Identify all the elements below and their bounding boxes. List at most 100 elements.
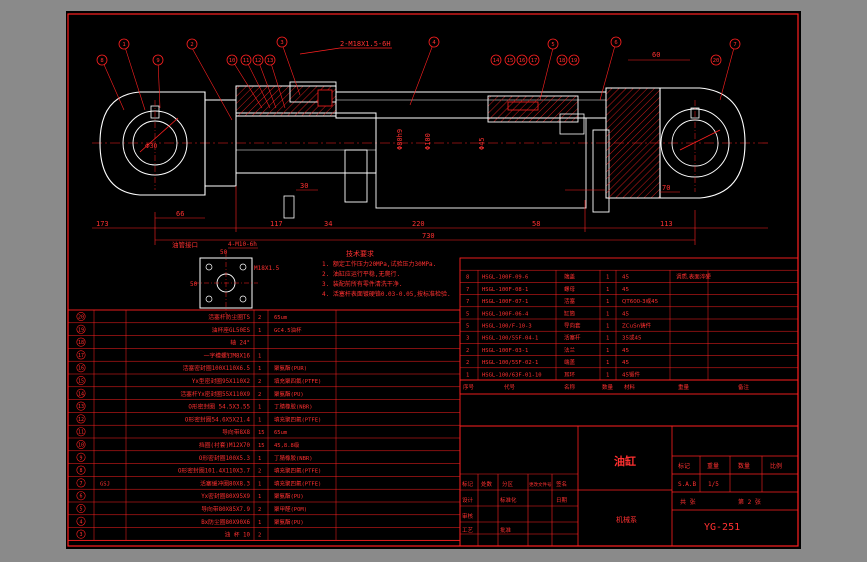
cell-spec: 丁腈橡胶(NBR) [274,454,313,462]
balloon-1: 1 [118,38,130,50]
cell-spec: 65um [274,430,288,436]
cell-no: 12 [78,417,84,423]
cell-name: 导向带8X8 [222,428,250,436]
cell-no: 3 [79,532,82,538]
balloon-17: 17 [528,54,540,66]
cell-name: O形密封圈101.4X110X3.7 [178,467,251,475]
port-h: 50 [190,281,198,288]
cell-name: Yx密封圈80X95X9 [201,492,250,500]
left-eye-dia: Φ30 [145,143,158,150]
cell-code: HSGL-100/55F-04-1 [482,336,538,342]
cell-code: HSGL-100F-09-6 [482,275,528,281]
cell-material: 45 [622,360,629,366]
cell-no: 11 [78,430,84,436]
dim-70: 70 [662,184,670,192]
cell-name: 活塞 [564,297,576,305]
cell-no: 16 [78,366,84,372]
cell-spec: 聚氨酯(PU) [274,518,304,526]
title-checker: 审核 [462,512,474,520]
title-approver: 批准 [500,526,512,534]
cell-name: O形密封圈100X5.3 [199,454,251,462]
balloon-16: 16 [516,54,528,66]
title-hdr-scale: 比例 [770,462,782,470]
balloon-13: 13 [264,54,276,66]
cell-no: 14 [78,391,84,397]
balloon-label: 7 [733,42,736,48]
cell-note: 调质,表面淬硬 [676,273,711,281]
balloon-9: 9 [152,54,164,66]
cell-spec: GC4.5油杯 [274,326,302,334]
cell-no: 15 [78,379,84,385]
title-hdr-qty: 数量 [738,462,750,470]
balloon-label: 1 [122,42,125,48]
cell-no: 5 [79,507,82,513]
cell-name: 活塞密封圈100X110X6.5 [183,364,251,372]
cell-name: 油杯座GL50ES [212,326,251,334]
cell-qty: 2 [258,392,261,398]
balloon-label: 6 [614,40,617,46]
cell-qty: 1 [258,456,261,462]
right-clevis-outline [659,87,746,199]
cell-name: 导向套 [564,322,581,330]
cell-spec: 65um [274,315,288,321]
cell-qty: 2 [258,533,261,539]
cell-name: 挡圈(衬套)M12X70 [199,441,251,449]
balloon-label: 13 [267,58,274,64]
balloon-3: 3 [276,36,288,48]
balloon-label: 4 [432,40,436,46]
dim-117: 117 [270,220,283,228]
cell-name: 端盖 [564,273,576,281]
cell-code: HSGL-100F-08-1 [482,287,528,293]
right-eye-leader [679,129,721,151]
cell-qty: 1 [606,336,609,342]
title-drawing-no: YG-251 [704,522,740,533]
cell-code: HSGL-100/F-10-3 [482,324,532,330]
balloon-18: 18 [556,54,568,66]
cell-spec: 填充聚四氟(PTFE) [274,415,321,423]
balloon-label: 17 [531,58,538,64]
cell-material: 45 [622,287,629,293]
cell-name: O形密封圈54.6X5X21.4 [185,415,251,423]
barrel-lower [375,117,587,209]
cell-qty: 1 [606,372,609,378]
cell-no: 13 [78,404,84,410]
svg-text:材料: 材料 [624,383,636,391]
cell-qty: 1 [606,287,609,293]
cell-qty: 1 [606,348,609,354]
title-sheet: 共 张 [680,498,696,506]
balloon-7: 7 [729,38,741,50]
cell-material: 45 [622,275,629,281]
cell-name: 缸筒 [564,309,576,317]
cell-no: 8 [79,468,82,474]
balloon-12: 12 [252,54,264,66]
cell-qty: 15 [258,443,265,449]
cell-qty: 1 [258,405,261,411]
drawing-sheet [66,11,801,549]
right-parts-table: 8 HSGL-100F-09-6 端盖 1 45 调质,表面淬硬 7 HSGL-100F-08… [459,257,799,395]
balloon-8: 8 [96,54,108,66]
cell-no: 7 [466,299,469,305]
balloon-label: 8 [100,58,103,64]
cell-no: 8 [466,275,469,281]
cell-qty: 1 [258,328,261,334]
cell-std: GSJ [100,481,110,487]
cell-qty: 1 [258,353,261,359]
thread-leader [299,47,341,55]
cell-code: HSGL-100/55F-02-1 [482,360,538,366]
title-school: 机械系 [616,515,637,524]
dim-34: 34 [324,220,332,228]
cell-spec: 丁腈橡胶(NBR) [274,403,313,411]
port-bolt-3 [205,295,213,303]
cell-spec: 聚甲醛(POM) [274,505,307,513]
cell-spec: 聚氨酯(PU) [274,492,304,500]
cell-code: HSGL-100F-06-4 [482,311,529,317]
cell-qty: 2 [258,469,261,475]
